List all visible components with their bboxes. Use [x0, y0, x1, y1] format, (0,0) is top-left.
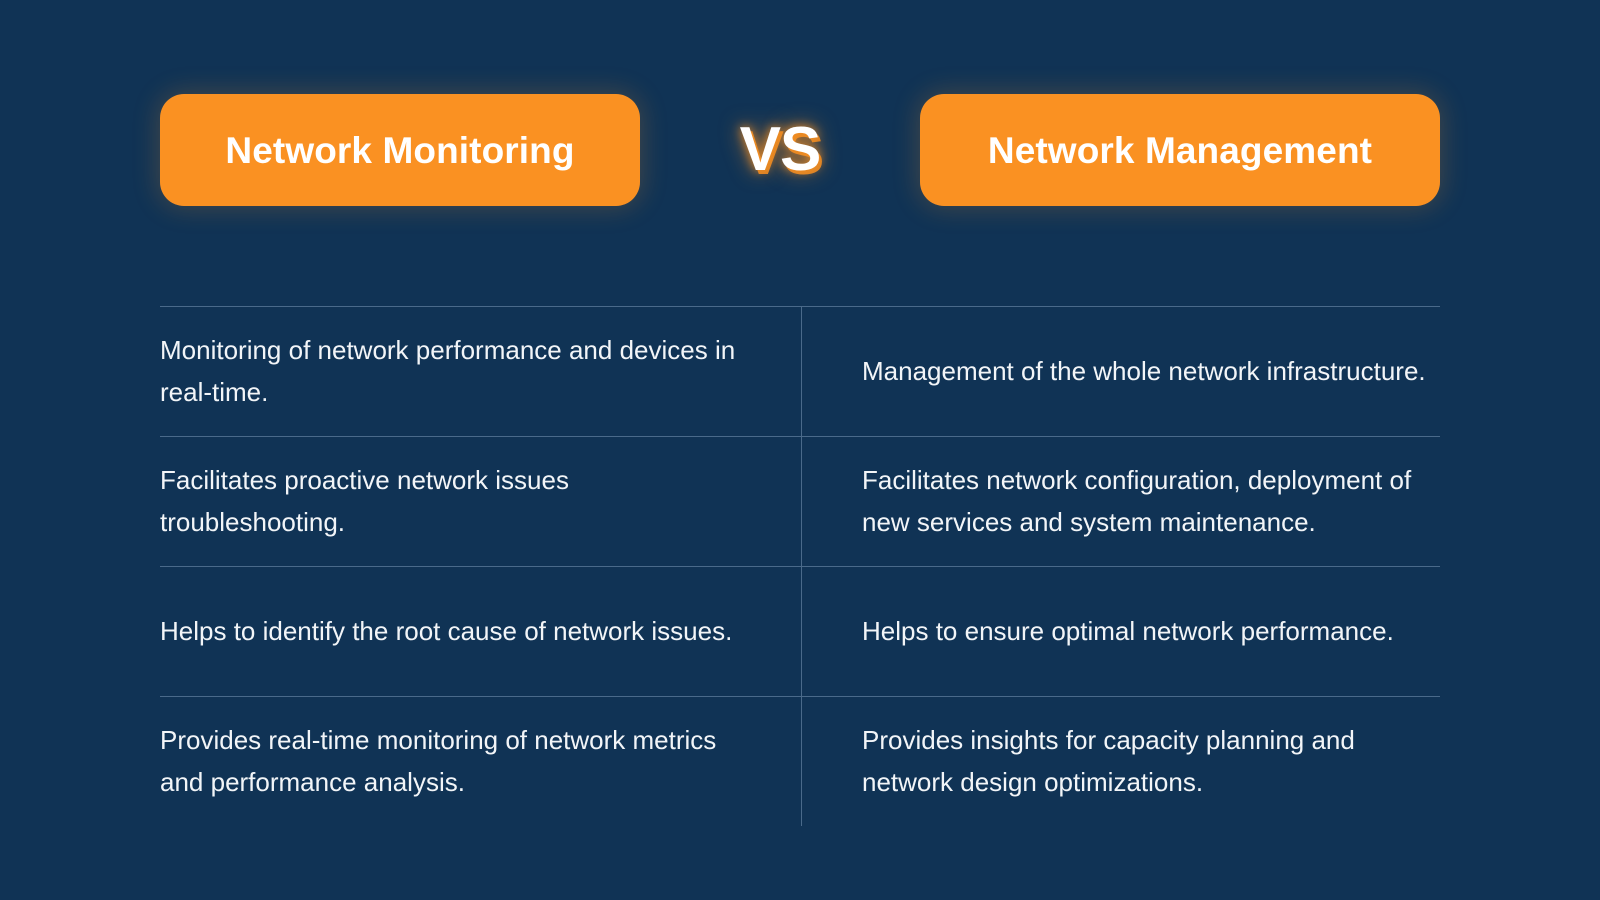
table-divider-3: [160, 696, 1440, 697]
table-cell-management: Management of the whole network infrastr…: [800, 306, 1440, 436]
table-cell-text: Helps to identify the root cause of netw…: [160, 616, 733, 646]
table-cell-text: Helps to ensure optimal network performa…: [862, 616, 1394, 646]
table-cell-management: Provides insights for capacity planning …: [800, 696, 1440, 826]
table-divider-2: [160, 566, 1440, 567]
table-cell-monitoring: Facilitates proactive network issues tro…: [160, 436, 800, 566]
table-row: Facilitates proactive network issues tro…: [160, 436, 1440, 566]
table-divider-top: [160, 306, 1440, 307]
pill-network-management-label: Network Management: [987, 129, 1373, 171]
pill-network-monitoring[interactable]: Network Monitoring: [160, 94, 640, 206]
table-column-divider: [801, 306, 802, 826]
table-row: Monitoring of network performance and de…: [160, 306, 1440, 436]
table-row: Provides real-time monitoring of network…: [160, 696, 1440, 826]
table-cell-management: Helps to ensure optimal network performa…: [800, 566, 1440, 696]
table-cell-text: Monitoring of network performance and de…: [160, 335, 736, 407]
table-cell-text: Provides real-time monitoring of network…: [160, 725, 717, 797]
table-cell-text: Facilitates proactive network issues tro…: [160, 465, 569, 537]
pill-network-monitoring-label: Network Monitoring: [225, 129, 575, 171]
pill-network-management[interactable]: Network Management: [920, 94, 1440, 206]
table-divider-1: [160, 436, 1440, 437]
table-cell-text: Provides insights for capacity planning …: [862, 725, 1355, 797]
table-cell-monitoring: Provides real-time monitoring of network…: [160, 696, 800, 826]
table-row: Helps to identify the root cause of netw…: [160, 566, 1440, 696]
comparison-header: Network Monitoring VS Network Management: [160, 94, 1440, 206]
versus-label: VS: [739, 115, 822, 184]
table-cell-management: Facilitates network configuration, deplo…: [800, 436, 1440, 566]
table-cell-monitoring: Helps to identify the root cause of netw…: [160, 566, 800, 696]
table-cell-monitoring: Monitoring of network performance and de…: [160, 306, 800, 436]
table-cell-text: Management of the whole network infrastr…: [862, 356, 1426, 386]
table-cell-text: Facilitates network configuration, deplo…: [862, 465, 1412, 537]
comparison-table: Monitoring of network performance and de…: [160, 306, 1440, 826]
